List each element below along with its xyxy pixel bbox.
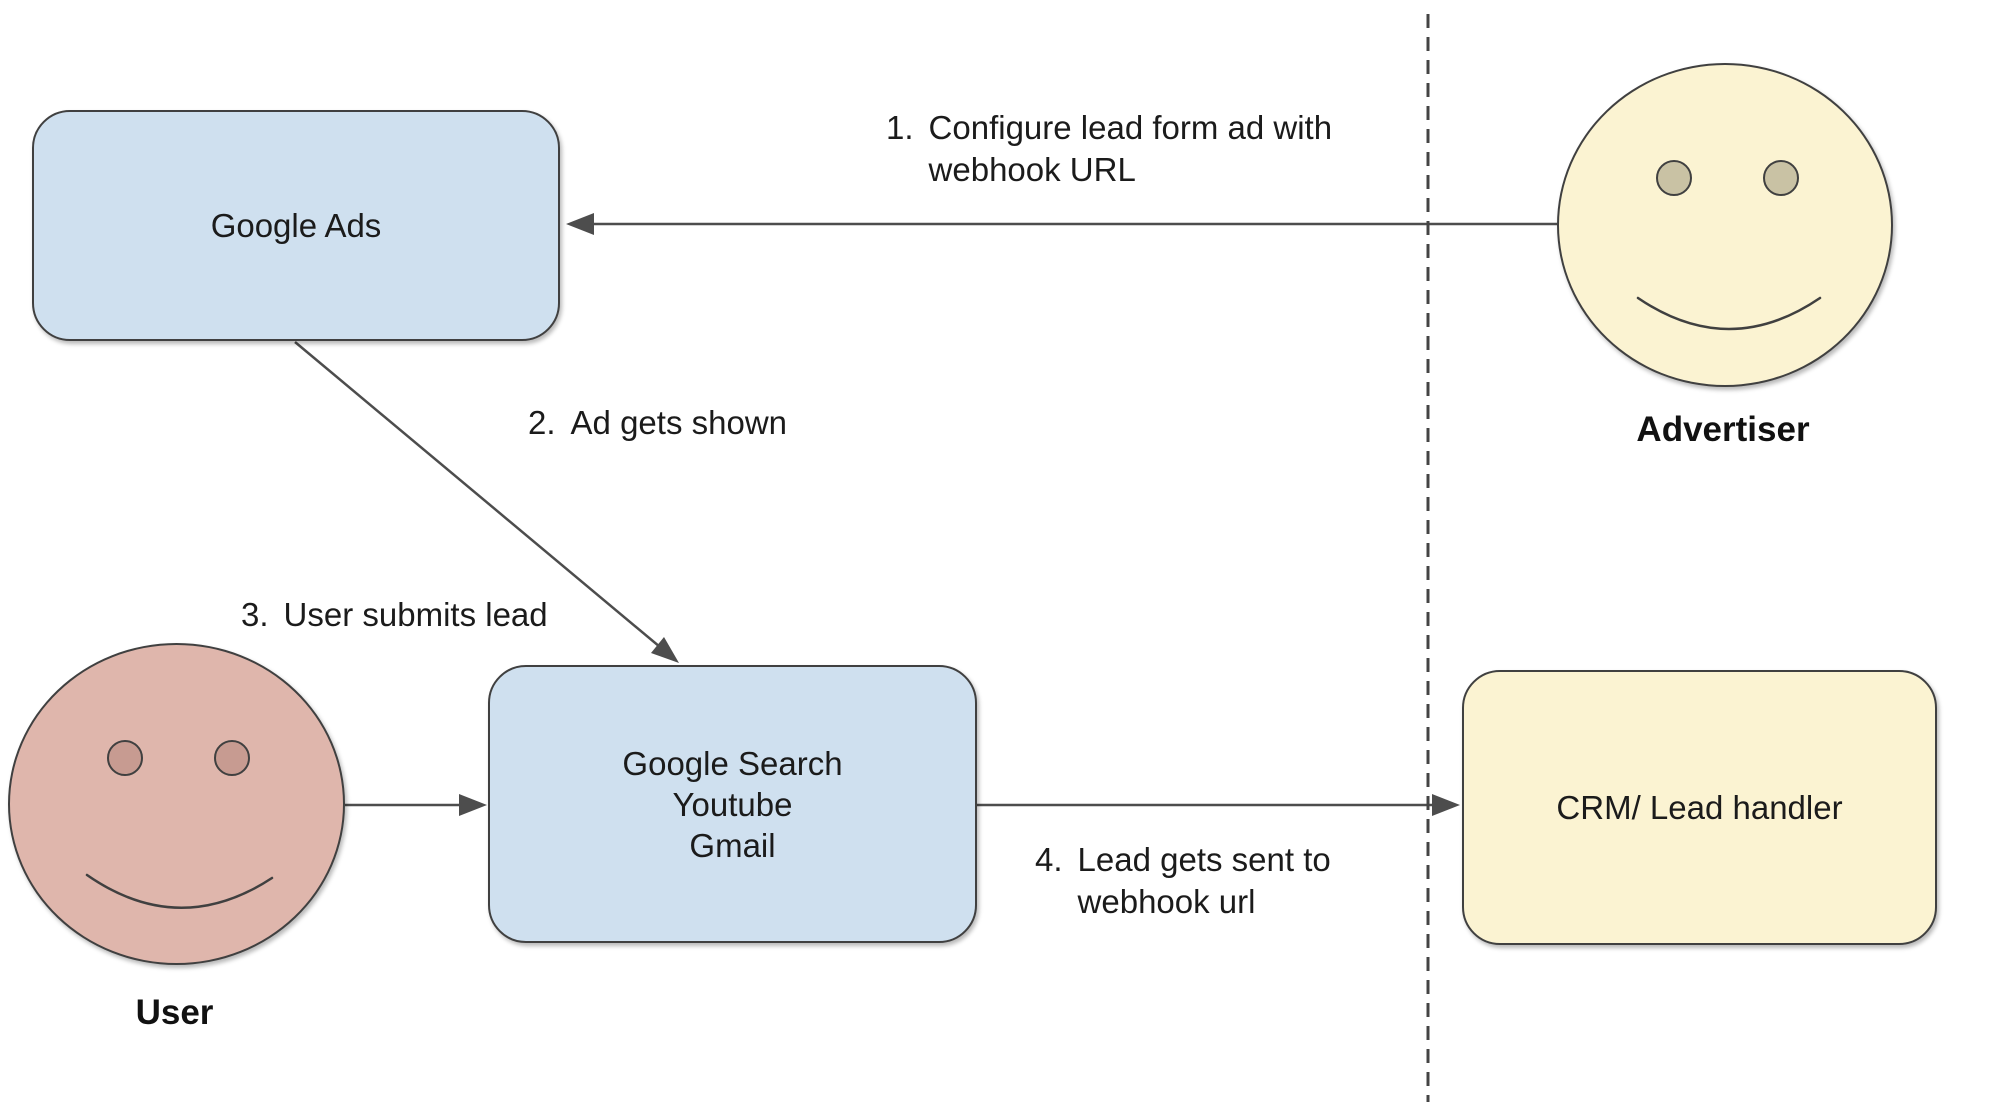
step-1-text: Configure lead form ad with webhook URL: [928, 109, 1333, 188]
step-2-number: 2.: [528, 404, 556, 441]
step-1-label: 1. Configure lead form ad with webhook U…: [886, 107, 1399, 191]
step-3-number: 3.: [241, 596, 269, 633]
crm-label: CRM/ Lead handler: [1556, 789, 1843, 826]
user-smile-icon: [85, 873, 274, 909]
step-4-number: 4.: [1035, 841, 1063, 878]
arrow-configure-lead-form: [566, 213, 1557, 235]
advertiser-eye-left-icon: [1656, 160, 1692, 196]
step-2-text: Ad gets shown: [570, 404, 787, 441]
arrow-user-submits-lead: [345, 794, 487, 816]
user-eye-right-icon: [214, 740, 250, 776]
step-4-label: 4. Lead gets sent to webhook url: [1035, 839, 1378, 923]
step-1-number: 1.: [886, 109, 914, 146]
step-2-label: 2. Ad gets shown: [528, 402, 787, 444]
advertiser-smile-icon: [1636, 296, 1822, 331]
surface-line-google-search: Google Search: [622, 744, 843, 782]
google-ads-box: Google Ads: [32, 110, 560, 341]
step-3-label: 3. User submits lead: [241, 594, 548, 636]
crm-lead-handler-box: CRM/ Lead handler: [1462, 670, 1937, 945]
advertiser-avatar: [1557, 63, 1893, 387]
google-surfaces-box: Google Search Youtube Gmail: [488, 665, 977, 943]
arrow-lead-sent-webhook: [977, 794, 1460, 816]
step-3-text: User submits lead: [283, 596, 548, 633]
advertiser-name-label: Advertiser: [1636, 410, 1810, 449]
user-eye-left-icon: [107, 740, 143, 776]
user-name-label: User: [135, 993, 214, 1032]
surface-line-youtube: Youtube: [672, 785, 793, 823]
step-4-text: Lead gets sent to webhook url: [1077, 841, 1331, 920]
advertiser-eye-right-icon: [1763, 160, 1799, 196]
google-ads-label: Google Ads: [210, 207, 382, 244]
user-avatar: [8, 643, 345, 965]
surface-line-gmail: Gmail: [689, 826, 776, 864]
